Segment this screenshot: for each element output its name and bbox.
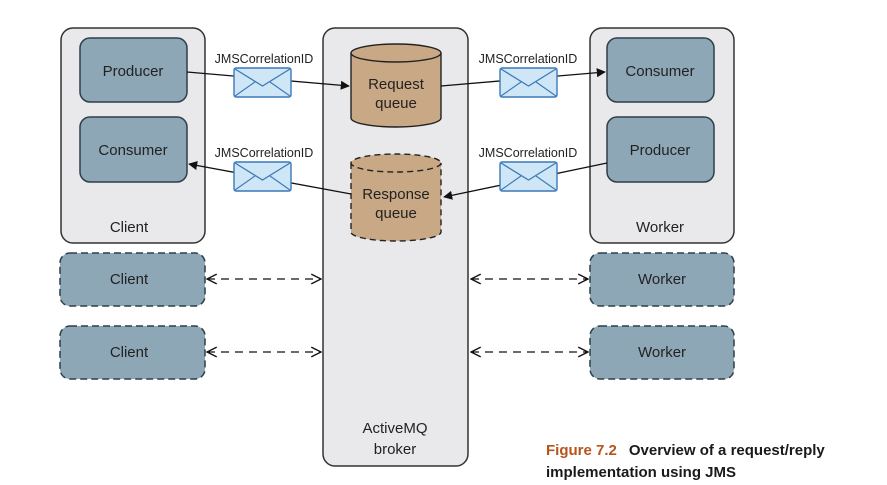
request-queue: Request queue — [350, 43, 442, 128]
worker-panel-label: Worker — [636, 219, 684, 236]
extra-client-label: Client — [110, 271, 149, 288]
message-label-worker-to-response: JMSCorrelationID — [479, 146, 578, 160]
message-label-request-to-worker: JMSCorrelationID — [479, 52, 578, 66]
extra-worker-2: Worker — [589, 325, 735, 380]
envelope-icon — [233, 161, 292, 192]
client-producer-label: Producer — [103, 63, 164, 80]
request-queue-label-line1: Request — [368, 76, 425, 93]
caption-text-line1: Overview of a request/reply — [628, 442, 825, 459]
message-label-response-to-client: JMSCorrelationID — [215, 146, 314, 160]
client-consumer-label: Consumer — [98, 142, 167, 159]
response-queue-label-line1: Response — [362, 186, 430, 203]
worker-consumer-label: Consumer — [625, 63, 694, 80]
caption-line1: Figure 7.2 Overview of a request/reply — [546, 440, 886, 462]
figure-caption: Figure 7.2 Overview of a request/reply im… — [546, 440, 886, 484]
caption-text-line2: implementation using JMS — [546, 464, 737, 481]
client-panel-label: Client — [110, 219, 149, 236]
client-producer-box — [79, 37, 188, 103]
worker-producer-label: Producer — [630, 142, 691, 159]
figure-number: Figure 7.2 — [546, 442, 617, 459]
envelope-icon — [499, 161, 558, 192]
message-label-client-to-request: JMSCorrelationID — [215, 52, 314, 66]
envelope-icon — [499, 67, 558, 98]
broker-label-line2: broker — [374, 441, 417, 458]
client-panel: Producer Consumer Client — [60, 27, 206, 244]
extra-worker-1: Worker — [589, 252, 735, 307]
extra-worker-label: Worker — [638, 271, 686, 288]
broker-label-line1: ActiveMQ — [362, 420, 427, 437]
extra-worker-label: Worker — [638, 344, 686, 361]
response-queue: Response queue — [350, 153, 442, 242]
request-queue-label-line2: queue — [375, 95, 417, 112]
client-consumer-box — [79, 116, 188, 183]
worker-panel: Consumer Producer Worker — [589, 27, 735, 244]
response-queue-label-line2: queue — [375, 205, 417, 222]
extra-client-2: Client — [59, 325, 206, 380]
worker-consumer-box — [606, 37, 715, 103]
extra-client-label: Client — [110, 344, 149, 361]
worker-producer-box — [606, 116, 715, 183]
activemq-broker: ActiveMQ broker — [322, 27, 469, 467]
envelope-icon — [233, 67, 292, 98]
extra-client-1: Client — [59, 252, 206, 307]
